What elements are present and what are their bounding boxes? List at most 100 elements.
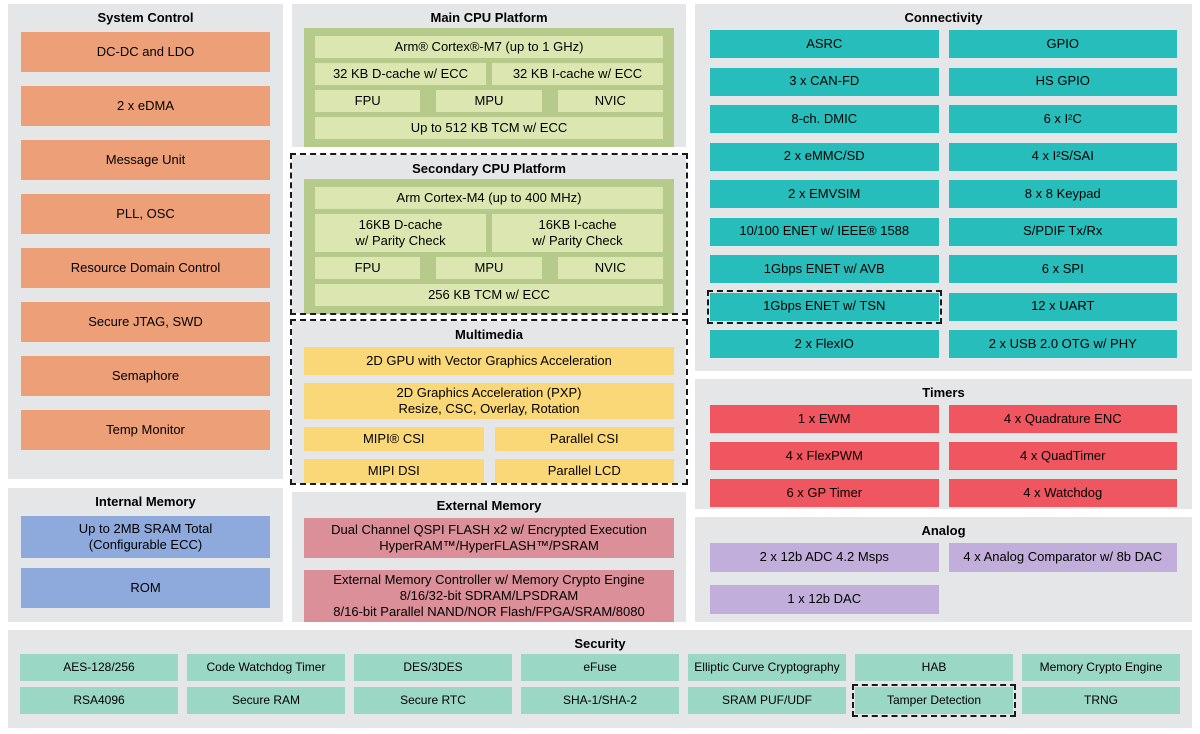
section-title: Internal Memory bbox=[95, 494, 196, 509]
connectivity-block: 8 x 8 Keypad bbox=[948, 180, 1177, 208]
secondary-cpu-core-group: Arm Cortex-M4 (up to 400 MHz) 16KB D-cac… bbox=[304, 179, 674, 314]
section-secondary-cpu-platform: Secondary CPU Platform Arm Cortex-M4 (up… bbox=[290, 153, 688, 315]
cache-row: 32 KB D-cache w/ ECC 32 KB I-cache w/ EC… bbox=[315, 63, 663, 85]
section-analog: Analog 2 x 12b ADC 4.2 Msps 1 x 12b DAC 4… bbox=[695, 517, 1192, 622]
connectivity-block: 1Gbps ENET w/ TSN bbox=[707, 289, 942, 324]
system-control-block: Message Unit bbox=[21, 140, 270, 180]
multimedia-io-block: Parallel CSI bbox=[494, 427, 674, 451]
timer-block: 4 x Quadrature ENC bbox=[948, 405, 1177, 433]
connectivity-block: 12 x UART bbox=[948, 292, 1177, 321]
cpu-core-block: Arm® Cortex®-M7 (up to 1 GHz) bbox=[315, 36, 663, 58]
section-title: Connectivity bbox=[904, 10, 983, 25]
analog-block: 4 x Analog Comparator w/ 8b DAC bbox=[948, 543, 1177, 572]
icache-block: 16KB I-cache w/ Parity Check bbox=[492, 214, 663, 252]
cache-row: 16KB D-cache w/ Parity Check 16KB I-cach… bbox=[315, 214, 663, 252]
timer-block: 4 x FlexPWM bbox=[710, 442, 939, 470]
system-control-block: Resource Domain Control bbox=[21, 248, 270, 288]
section-title: Analog bbox=[921, 523, 966, 538]
analog-right-column: 4 x Analog Comparator w/ 8b DAC bbox=[948, 543, 1177, 614]
center-column: Main CPU Platform Arm® Cortex®-M7 (up to… bbox=[290, 4, 688, 622]
section-title: Secondary CPU Platform bbox=[412, 161, 566, 176]
dcache-block: 32 KB D-cache w/ ECC bbox=[315, 63, 486, 85]
mpu-block: MPU bbox=[436, 257, 542, 279]
external-memory-block: Dual Channel QSPI FLASH x2 w/ Encrypted … bbox=[304, 518, 674, 558]
analog-block: 2 x 12b ADC 4.2 Msps bbox=[710, 543, 939, 572]
security-block: Secure RAM bbox=[187, 687, 345, 714]
connectivity-block: 2 x eMMC/SD bbox=[710, 142, 939, 171]
nvic-block: NVIC bbox=[557, 90, 663, 112]
security-block: AES-128/256 bbox=[20, 654, 178, 681]
multimedia-io-block: MIPI DSI bbox=[304, 459, 484, 483]
analog-left-column: 2 x 12b ADC 4.2 Msps 1 x 12b DAC bbox=[710, 543, 939, 614]
tcm-block: Up to 512 KB TCM w/ ECC bbox=[315, 117, 663, 139]
security-block: eFuse bbox=[521, 654, 679, 681]
fpu-block: FPU bbox=[315, 257, 421, 279]
section-title: Security bbox=[574, 636, 626, 651]
security-block: SHA-1/SHA-2 bbox=[521, 687, 679, 714]
timer-block: 4 x Watchdog bbox=[948, 479, 1177, 507]
connectivity-block: 6 x SPI bbox=[948, 255, 1177, 283]
section-external-memory: External Memory Dual Channel QSPI FLASH … bbox=[292, 492, 686, 622]
section-title: Multimedia bbox=[455, 327, 523, 342]
section-title: System Control bbox=[97, 10, 194, 25]
right-column: Connectivity ASRC 3 x CAN-FD 8-ch. DMIC 2 x… bbox=[695, 4, 1192, 622]
multimedia-io-grid: MIPI® CSI Parallel CSI MIPI DSI Parallel LC… bbox=[304, 427, 674, 483]
multimedia-io-block: Parallel LCD bbox=[494, 459, 674, 483]
section-title: External Memory bbox=[436, 498, 542, 513]
system-control-block: Semaphore bbox=[21, 356, 270, 396]
system-control-block: PLL, OSC bbox=[21, 194, 270, 234]
system-control-block: Temp Monitor bbox=[21, 410, 270, 450]
connectivity-block: 2 x USB 2.0 OTG w/ PHY bbox=[948, 330, 1177, 358]
connectivity-block: HS GPIO bbox=[948, 67, 1177, 96]
pxp-block: 2D Graphics Acceleration (PXP) Resize, C… bbox=[304, 383, 674, 419]
system-control-block: DC-DC and LDO bbox=[21, 32, 270, 72]
connectivity-block: 6 x I²C bbox=[948, 105, 1177, 133]
security-block: DES/3DES bbox=[354, 654, 512, 681]
dcache-block: 16KB D-cache w/ Parity Check bbox=[315, 214, 486, 252]
section-connectivity: Connectivity ASRC 3 x CAN-FD 8-ch. DMIC 2 x… bbox=[695, 4, 1192, 371]
icache-block: 32 KB I-cache w/ ECC bbox=[492, 63, 663, 85]
connectivity-block: 8-ch. DMIC bbox=[710, 105, 939, 133]
fpu-block: FPU bbox=[315, 90, 421, 112]
connectivity-block: 10/100 ENET w/ IEEE® 1588 bbox=[710, 217, 939, 246]
connectivity-block: S/PDIF Tx/Rx bbox=[948, 217, 1177, 246]
system-control-block: Secure JTAG, SWD bbox=[21, 302, 270, 342]
external-memory-block: External Memory Controller w/ Memory Cry… bbox=[304, 570, 674, 622]
security-block: Code Watchdog Timer bbox=[187, 654, 345, 681]
security-block: HAB bbox=[855, 654, 1013, 681]
internal-memory-blocks: Up to 2MB SRAM Total (Configurable ECC)R… bbox=[8, 512, 283, 608]
section-title: Main CPU Platform bbox=[430, 10, 548, 25]
connectivity-block: 3 x CAN-FD bbox=[710, 67, 939, 96]
timers-right-column: 4 x Quadrature ENC 4 x QuadTimer 4 x Watch… bbox=[948, 405, 1177, 507]
timer-block: 6 x GP Timer bbox=[710, 479, 939, 507]
timer-block: 4 x QuadTimer bbox=[948, 442, 1177, 470]
multimedia-blocks: 2D GPU with Vector Graphics Acceleration… bbox=[292, 345, 686, 483]
nvic-block: NVIC bbox=[557, 257, 663, 279]
internal-memory-block: Up to 2MB SRAM Total (Configurable ECC) bbox=[21, 516, 270, 558]
connectivity-block: ASRC bbox=[710, 30, 939, 58]
cpu-core-block: Arm Cortex-M4 (up to 400 MHz) bbox=[315, 187, 663, 209]
security-block: Tamper Detection bbox=[852, 684, 1016, 717]
security-row-1: AES-128/256 Code Watchdog Timer DES/3DES eF… bbox=[8, 654, 1192, 681]
external-memory-blocks: Dual Channel QSPI FLASH x2 w/ Encrypted … bbox=[292, 516, 686, 622]
security-block: Memory Crypto Engine bbox=[1022, 654, 1180, 681]
security-block: SRAM PUF/UDF bbox=[688, 687, 846, 714]
mpu-block: MPU bbox=[436, 90, 542, 112]
section-security: Security AES-128/256 Code Watchdog Timer D… bbox=[8, 630, 1192, 728]
connectivity-left-column: ASRC 3 x CAN-FD 8-ch. DMIC 2 x eMMC/SD 2 x E… bbox=[707, 30, 942, 358]
analog-block: 1 x 12b DAC bbox=[710, 585, 939, 614]
security-block: RSA4096 bbox=[20, 687, 178, 714]
section-multimedia: Multimedia 2D GPU with Vector Graphics A… bbox=[290, 319, 688, 485]
tcm-block: 256 KB TCM w/ ECC bbox=[315, 284, 663, 306]
multimedia-io-block: MIPI® CSI bbox=[304, 427, 484, 451]
section-main-cpu-platform: Main CPU Platform Arm® Cortex®-M7 (up to… bbox=[292, 4, 686, 147]
connectivity-block: 2 x EMVSIM bbox=[710, 180, 939, 208]
